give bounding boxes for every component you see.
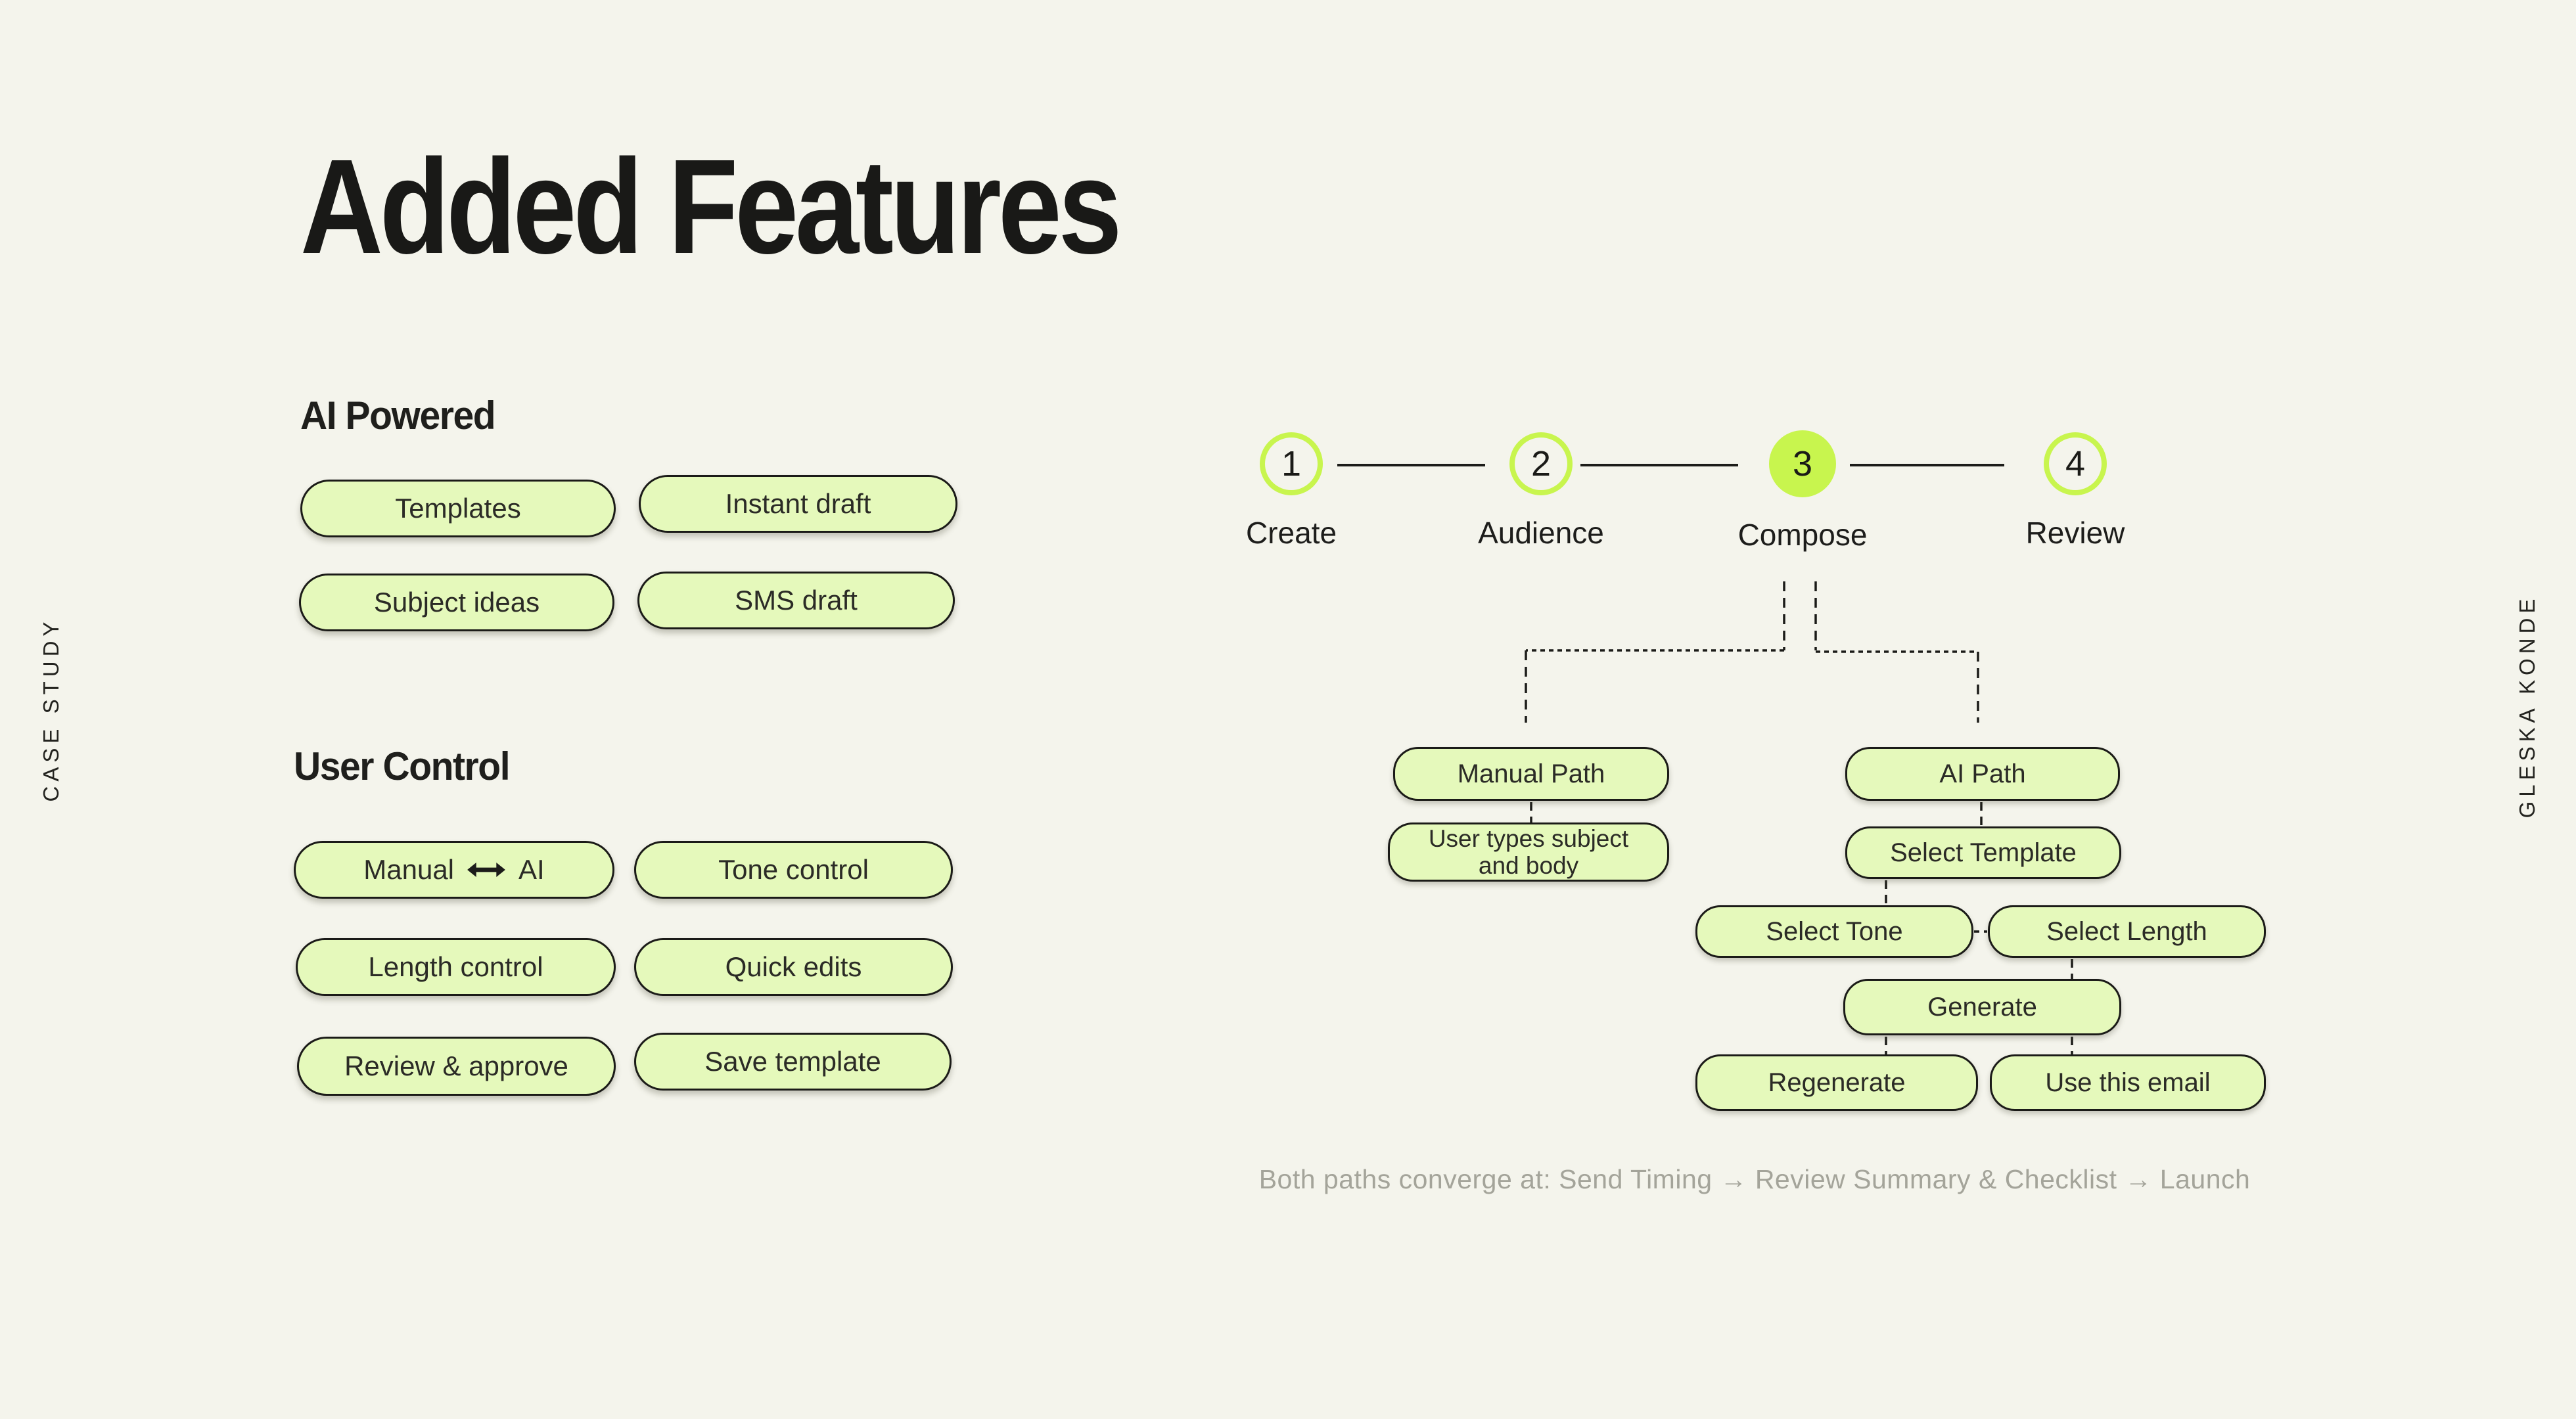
- flow-node-select-template: Select Template: [1845, 826, 2121, 879]
- pill-label: Subject ideas: [373, 587, 540, 618]
- pill-instant-draft: Instant draft: [639, 475, 957, 533]
- step-circle: 2: [1509, 432, 1573, 495]
- side-label-case-study: CASE STUDY: [39, 617, 63, 802]
- step-number: 2: [1530, 444, 1552, 484]
- pill-save-template: Save template: [634, 1033, 952, 1091]
- pill-label: Review & approve: [344, 1050, 568, 1081]
- step-label: Audience: [1478, 516, 1604, 550]
- pill-subject-ideas: Subject ideas: [299, 574, 614, 631]
- pill-label-manual: Manual: [363, 854, 455, 885]
- flow-node-label: Use this email: [2045, 1068, 2211, 1097]
- pill-label: Quick edits: [725, 951, 862, 982]
- section-heading-ai-powered: AI Powered: [300, 394, 496, 438]
- pill-label: SMS draft: [735, 585, 858, 616]
- step-circle: 1: [1260, 432, 1323, 495]
- page-title: Added Features: [300, 131, 1122, 282]
- step-compose-active: 3 Compose: [1704, 430, 1901, 552]
- flow-node-label-line2: and body: [1478, 852, 1579, 879]
- convergence-caption: Both paths converge at: Send Timing → Re…: [1258, 1164, 2251, 1194]
- pill-quick-edits: Quick edits: [634, 938, 953, 996]
- flow-node-label: Select Template: [1890, 838, 2077, 867]
- step-label: Review: [2025, 516, 2125, 550]
- flow-node-ai-path: AI Path: [1845, 747, 2120, 801]
- flow-node-label: Select Length: [2046, 916, 2207, 946]
- pill-label: Instant draft: [725, 488, 871, 519]
- flow-node-use-this-email: Use this email: [1990, 1054, 2266, 1111]
- pill-length-control: Length control: [296, 938, 616, 996]
- step-label: Compose: [1737, 518, 1868, 552]
- side-label-author: GLESKA KONDE: [2515, 594, 2539, 819]
- step-number: 3: [1792, 444, 1813, 484]
- step-review: 4 Review: [1977, 432, 2174, 551]
- step-number: 1: [1281, 444, 1302, 484]
- step-create: 1 Create: [1193, 432, 1390, 551]
- flow-node-manual-path: Manual Path: [1393, 747, 1669, 801]
- flow-node-label: Generate: [1927, 992, 2037, 1022]
- stepper-connector: [1580, 464, 1738, 466]
- step-label: Create: [1245, 516, 1337, 550]
- flow-node-label: Manual Path: [1457, 759, 1605, 788]
- pill-manual-ai-toggle: Manual AI: [294, 841, 614, 899]
- flow-node-label: Select Tone: [1766, 916, 1903, 946]
- flow-node-generate: Generate: [1843, 979, 2121, 1035]
- section-heading-user-control: User Control: [294, 744, 511, 788]
- step-number: 4: [2065, 444, 2086, 484]
- flow-node-select-length: Select Length: [1988, 905, 2266, 958]
- pill-label: Templates: [395, 493, 521, 524]
- stepper-connector: [1850, 464, 2004, 466]
- step-circle: 4: [2044, 432, 2107, 495]
- pill-tone-control: Tone control: [634, 841, 953, 899]
- pill-templates: Templates: [300, 480, 616, 537]
- pill-review-approve: Review & approve: [297, 1037, 616, 1096]
- flow-node-label: Regenerate: [1768, 1068, 1906, 1097]
- flow-node-select-tone: Select Tone: [1695, 905, 1973, 958]
- stepper-connector: [1337, 464, 1485, 466]
- pill-label: Save template: [704, 1046, 881, 1077]
- step-audience: 2 Audience: [1442, 432, 1640, 551]
- pill-label: Length control: [368, 951, 543, 982]
- flow-node-label: AI Path: [1939, 759, 2026, 788]
- pill-sms-draft: SMS draft: [637, 572, 955, 629]
- pill-label: Tone control: [718, 854, 869, 885]
- flow-node-user-types: User types subject and body: [1388, 822, 1669, 882]
- flow-node-label-line1: User types subject: [1428, 824, 1629, 852]
- step-circle-active: 3: [1769, 430, 1836, 497]
- left-right-arrow-icon: [466, 859, 507, 881]
- pill-label-ai: AI: [518, 854, 545, 885]
- flow-node-regenerate: Regenerate: [1695, 1054, 1978, 1111]
